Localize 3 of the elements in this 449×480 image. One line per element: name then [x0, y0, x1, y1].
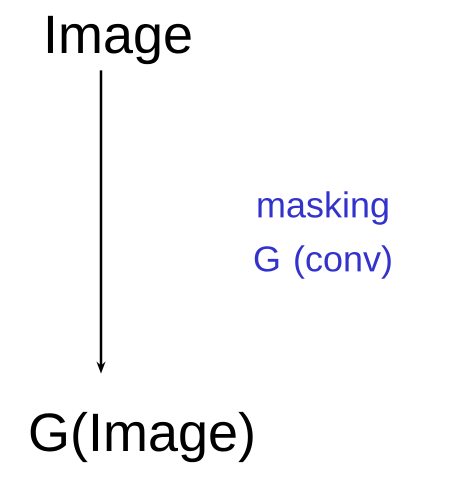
node-text: Image [48, 16, 191, 64]
node-text: G(Image) [30, 412, 253, 462]
edge-label: masking G (conv) [254, 191, 391, 279]
